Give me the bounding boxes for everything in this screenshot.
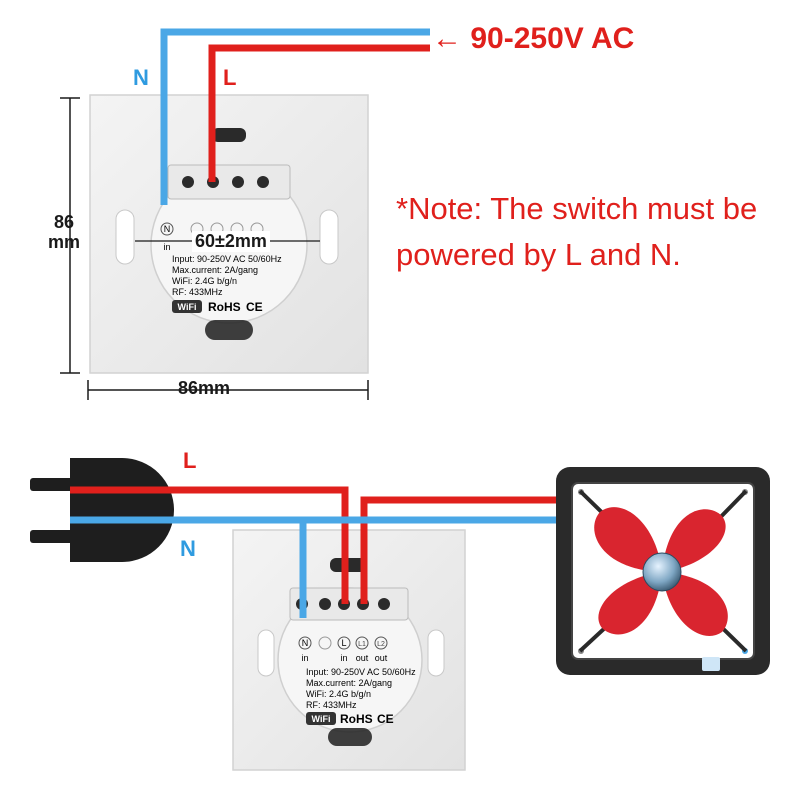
top-term-in: in <box>163 242 170 252</box>
bottom-spec-wifi: WiFi: 2.4G b/g/n <box>306 689 371 699</box>
bottom-mount-slot-right <box>427 629 445 677</box>
hole-spacing-label: 60±2mm <box>192 231 270 252</box>
width-dimension-label: 86mm <box>178 378 231 398</box>
height-value: 86 <box>53 212 75 232</box>
top-spec-wifi: WiFi: 2.4G b/g/n <box>172 276 237 286</box>
top-rohs-logo: RoHS <box>208 300 241 314</box>
top-live-label: L <box>223 65 237 90</box>
top-switch-plate: N in Input: 90-250V AC 50/60Hz Max.curre… <box>89 94 369 374</box>
bottom-term-l1: L1 <box>358 641 366 648</box>
bottom-live-out-wire <box>360 496 556 604</box>
bottom-wifi-logo-box <box>306 712 336 725</box>
top-spec-current: Max.current: 2A/gang <box>172 265 258 275</box>
bottom-spec-rf: RF: 433MHz <box>306 700 357 710</box>
top-spec-input: Input: 90-250V AC 50/60Hz <box>172 254 282 264</box>
top-terminal-block <box>167 164 291 200</box>
bottom-rohs-logo: RoHS <box>340 712 373 726</box>
bottom-term-in-n: in <box>301 653 308 663</box>
top-ce-logo: CE <box>246 300 263 314</box>
bottom-term-out2: out <box>375 653 388 663</box>
top-module-tab <box>212 128 246 142</box>
bottom-term-out1: out <box>356 653 369 663</box>
bottom-term-l: L <box>341 638 346 648</box>
power-plug-icon <box>30 458 174 562</box>
top-spec-rf: RF: 433MHz <box>172 287 223 297</box>
bottom-module-clip <box>328 728 372 746</box>
bottom-term-l2: L2 <box>377 641 385 648</box>
bottom-term-in-l: in <box>340 653 347 663</box>
bottom-ce-logo: CE <box>377 712 394 726</box>
bottom-neutral-label: N <box>180 536 196 561</box>
wiring-note: *Note: The switch must be powered by L a… <box>396 191 758 272</box>
height-dimension-label: 86 mm <box>48 212 80 252</box>
top-term-n: N <box>164 224 171 234</box>
top-wifi-logo: WiFi <box>178 302 197 312</box>
height-unit: mm <box>48 232 81 252</box>
top-module-clip <box>205 320 253 340</box>
bottom-term-n: N <box>302 638 309 648</box>
bottom-wires <box>70 486 556 618</box>
bottom-mount-slot-left <box>257 629 275 677</box>
exhaust-fan-icon <box>556 467 770 675</box>
bottom-switch-plate: N L L1 L2 in in out out Input: 90-250V A… <box>232 529 466 771</box>
bottom-live-in-wire <box>70 486 349 604</box>
top-neutral-wire <box>160 28 430 205</box>
bottom-spec-current: Max.current: 2A/gang <box>306 678 392 688</box>
top-wires <box>160 28 430 205</box>
mount-slot-left <box>115 209 135 265</box>
top-wifi-logo-box <box>172 300 202 313</box>
top-neutral-label: N <box>133 65 149 90</box>
bottom-wifi-logo: WiFi <box>312 714 331 724</box>
mount-slot-right <box>319 209 339 265</box>
top-live-wire <box>208 44 430 182</box>
bottom-live-label: L <box>183 448 197 473</box>
supply-voltage-label: ← 90-250V AC <box>432 22 635 55</box>
bottom-spec-input: Input: 90-250V AC 50/60Hz <box>306 667 416 677</box>
